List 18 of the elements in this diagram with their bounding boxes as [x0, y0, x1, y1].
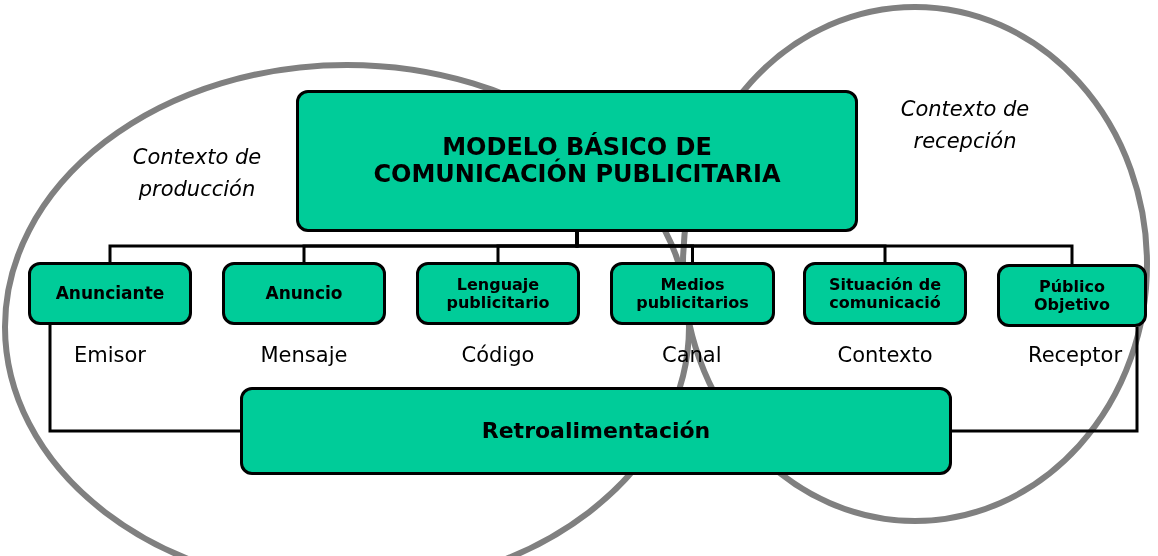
- role-label: Contexto: [837, 343, 933, 367]
- process-box: Retroalimentación: [240, 387, 952, 475]
- process-box: Medios publicitarios: [610, 262, 775, 325]
- connector-line: [48, 325, 240, 433]
- role-label: Emisor: [74, 343, 146, 367]
- role-label: Receptor: [1028, 343, 1123, 367]
- process-box: Anuncio: [222, 262, 386, 325]
- process-box: Situación de comunicació: [803, 262, 967, 325]
- role-label: Mensaje: [260, 343, 348, 367]
- title-box: MODELO BÁSICO DE COMUNICACIÓN PUBLICITARIA: [296, 90, 858, 232]
- connector-line: [952, 327, 1139, 433]
- process-box: Público Objetivo: [997, 264, 1147, 327]
- context-label: Contexto de recepción: [899, 96, 1031, 155]
- process-box: Lenguaje publicitario: [416, 262, 580, 325]
- context-label: Contexto de producción: [131, 144, 263, 203]
- role-label: Canal: [662, 343, 722, 367]
- process-box: Anunciante: [28, 262, 192, 325]
- role-label: Código: [461, 343, 535, 367]
